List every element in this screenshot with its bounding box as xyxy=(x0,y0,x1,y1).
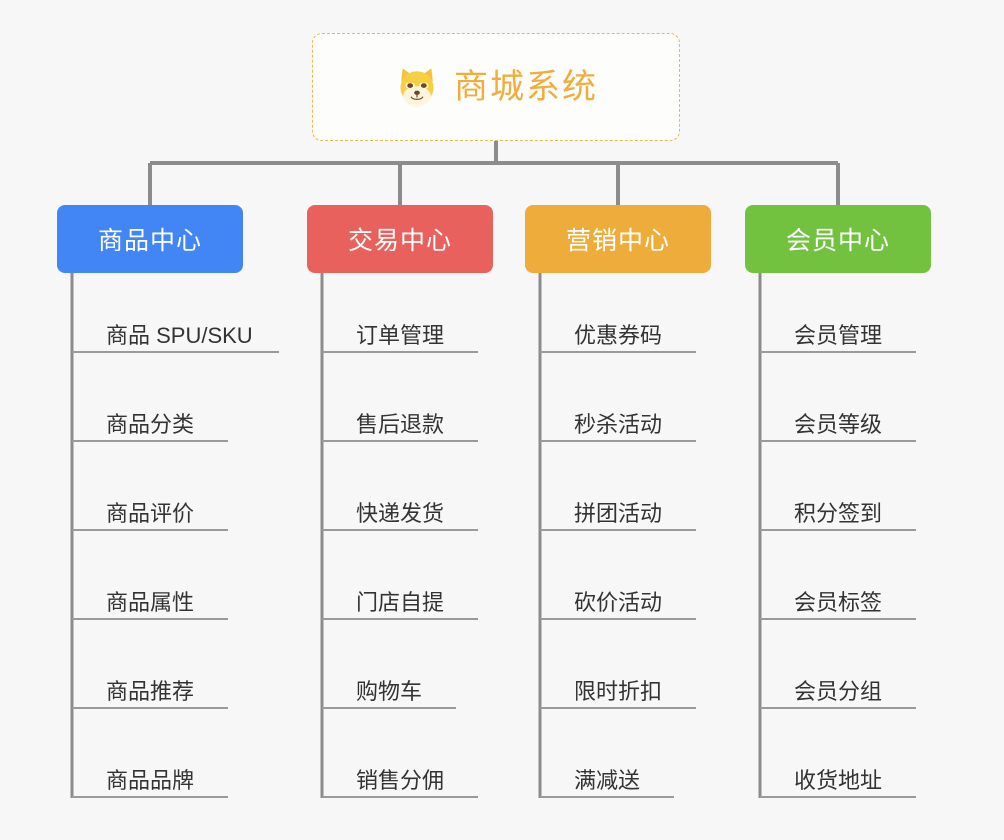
leaf-item-label: 快递发货 xyxy=(356,500,445,526)
leaf-item-label: 会员等级 xyxy=(794,411,883,437)
category-box-2[interactable]: 营销中心 xyxy=(525,205,711,273)
leaf-item-label: 销售分佣 xyxy=(356,767,445,793)
leaf-item-label: 会员标签 xyxy=(794,589,883,615)
leaf-item[interactable]: 商品品牌 xyxy=(72,752,228,798)
leaf-item-label: 商品属性 xyxy=(106,589,195,615)
leaf-item[interactable]: 秒杀活动 xyxy=(540,396,696,442)
category-label: 营销中心 xyxy=(565,227,670,255)
leaf-item[interactable]: 积分签到 xyxy=(760,485,916,531)
category-label: 会员中心 xyxy=(785,227,890,255)
category-box-3[interactable]: 会员中心 xyxy=(745,205,931,273)
leaf-item[interactable]: 商品 SPU/SKU xyxy=(72,307,279,353)
leaf-item[interactable]: 商品评价 xyxy=(72,485,228,531)
leaf-item-label: 拼团活动 xyxy=(574,500,663,526)
leaf-item[interactable]: 会员管理 xyxy=(760,307,916,353)
leaf-item[interactable]: 拼团活动 xyxy=(540,485,696,531)
shiba-inu-icon xyxy=(400,68,434,108)
leaf-item[interactable]: 订单管理 xyxy=(322,307,478,353)
leaf-item-label: 售后退款 xyxy=(356,411,445,437)
leaf-item[interactable]: 优惠券码 xyxy=(540,307,696,353)
leaf-item[interactable]: 门店自提 xyxy=(322,574,478,620)
leaf-item[interactable]: 会员分组 xyxy=(760,663,916,709)
leaf-item-label: 商品分类 xyxy=(106,411,195,437)
leaf-item-label: 限时折扣 xyxy=(574,678,663,704)
leaf-item-label: 购物车 xyxy=(356,678,423,704)
leaf-item[interactable]: 满减送 xyxy=(540,752,674,798)
leaf-item[interactable]: 商品推荐 xyxy=(72,663,228,709)
root-title: 商城系统 xyxy=(454,68,598,106)
leaf-item-label: 积分签到 xyxy=(794,500,883,526)
category-box-1[interactable]: 交易中心 xyxy=(307,205,493,273)
leaf-item-label: 收货地址 xyxy=(794,767,883,793)
leaf-item[interactable]: 购物车 xyxy=(322,663,456,709)
leaf-item[interactable]: 砍价活动 xyxy=(540,574,696,620)
leaf-item-label: 商品品牌 xyxy=(106,767,195,793)
leaf-item-label: 商品推荐 xyxy=(106,678,195,704)
leaf-item-label: 商品 SPU/SKU xyxy=(106,322,253,348)
leaf-item[interactable]: 会员等级 xyxy=(760,396,916,442)
category-label: 交易中心 xyxy=(347,227,452,255)
leaf-item-label: 商品评价 xyxy=(106,500,195,526)
leaf-item-label: 优惠券码 xyxy=(574,322,663,348)
leaf-item[interactable]: 商品属性 xyxy=(72,574,228,620)
root-node[interactable]: 商城系统 xyxy=(312,33,680,141)
leaf-item-label: 订单管理 xyxy=(356,322,445,348)
leaf-item-label: 秒杀活动 xyxy=(574,411,663,437)
leaf-item[interactable]: 会员标签 xyxy=(760,574,916,620)
category-label: 商品中心 xyxy=(97,227,202,255)
category-box-0[interactable]: 商品中心 xyxy=(57,205,243,273)
leaf-item[interactable]: 限时折扣 xyxy=(540,663,696,709)
leaf-item-label: 会员分组 xyxy=(794,678,883,704)
leaf-item[interactable]: 商品分类 xyxy=(72,396,228,442)
leaf-item-label: 门店自提 xyxy=(356,589,445,615)
leaf-item[interactable]: 售后退款 xyxy=(322,396,478,442)
leaf-item[interactable]: 销售分佣 xyxy=(322,752,478,798)
leaf-item[interactable]: 快递发货 xyxy=(322,485,478,531)
leaf-item[interactable]: 收货地址 xyxy=(760,752,916,798)
leaf-item-label: 满减送 xyxy=(574,767,641,793)
leaf-item-label: 会员管理 xyxy=(794,322,883,348)
leaf-item-label: 砍价活动 xyxy=(574,589,663,615)
